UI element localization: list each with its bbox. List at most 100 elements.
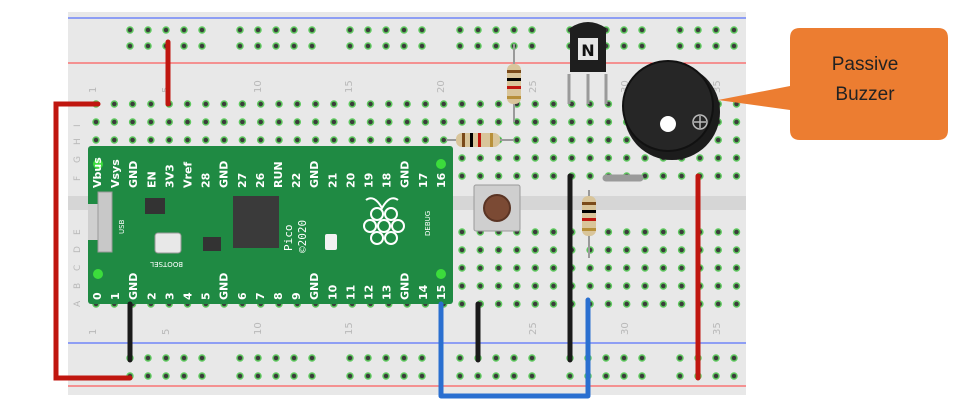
breadboard-hole: [220, 136, 228, 144]
breadboard-hole: [476, 246, 485, 254]
bootsel-label: BOOTSEL: [150, 260, 183, 268]
pin-label-bottom: 11: [344, 285, 357, 300]
breadboard-hole: [620, 372, 628, 380]
pin-label-bottom: 14: [417, 284, 430, 300]
breadboard-hole: [531, 246, 539, 254]
breadboard-hole: [474, 372, 482, 380]
breadboard-hole: [513, 172, 521, 180]
pin-label-top: GND: [308, 161, 321, 188]
chip-small-2: [155, 198, 165, 214]
breadboard-hole: [586, 264, 594, 272]
row-letter: G: [73, 156, 83, 163]
breadboard-hole: [293, 136, 302, 144]
pin-label-top: Vref: [182, 162, 195, 188]
pin-label-bottom: GND: [308, 273, 321, 300]
breadboard-hole: [290, 372, 298, 380]
breadboard-hole: [494, 172, 503, 180]
pin-label-top: EN: [145, 171, 158, 188]
breadboard-hole: [439, 136, 448, 144]
passive-buzzer: [622, 60, 720, 160]
breadboard-hole: [638, 354, 646, 362]
breadboard-hole: [458, 154, 466, 162]
breadboard-hole: [622, 282, 631, 290]
breadboard-hole: [604, 118, 613, 126]
breadboard-hole: [458, 118, 466, 126]
breadboard-hole: [659, 246, 668, 254]
breadboard-hole: [531, 100, 539, 108]
breadboard-hole: [418, 42, 426, 50]
pin-label-top: 27: [236, 173, 249, 188]
breadboard-hole: [604, 136, 613, 144]
breadboard-hole: [604, 246, 613, 254]
column-number: 20: [436, 80, 447, 93]
breadboard-hole: [348, 136, 356, 144]
breadboard-hole: [620, 354, 628, 362]
chip-small-3: [203, 237, 221, 251]
breadboard-hole: [694, 26, 702, 34]
breadboard-hole: [730, 26, 738, 34]
breadboard-hole: [604, 154, 613, 162]
breadboard-hole: [272, 26, 280, 34]
row-letter: C: [73, 265, 83, 271]
breadboard-hole: [439, 100, 448, 108]
bootsel-button: [154, 232, 182, 254]
breadboard-hole: [162, 26, 170, 34]
breadboard-hole: [476, 100, 485, 108]
breadboard-hole: [602, 354, 610, 362]
usb-port-shell: [97, 191, 113, 253]
breadboard-hole: [238, 100, 247, 108]
pin-label-bottom: 3: [163, 292, 176, 300]
breadboard-hole: [531, 282, 539, 290]
breadboard-hole: [385, 100, 393, 108]
breadboard-hole: [272, 354, 280, 362]
breadboard-hole: [714, 246, 722, 254]
column-number-bottom: 5: [161, 329, 172, 335]
pin-label-top: Vsys: [109, 159, 122, 188]
breadboard-hole: [364, 42, 372, 50]
callout-bubble: [718, 28, 948, 140]
breadboard-hole: [513, 300, 521, 308]
breadboard-hole: [458, 172, 466, 180]
breadboard-hole: [183, 136, 192, 144]
breadboard-hole: [492, 372, 500, 380]
breadboard-hole: [458, 264, 466, 272]
breadboard-hole: [714, 154, 722, 162]
breadboard-hole: [236, 26, 244, 34]
pin-label-top: GND: [127, 161, 140, 188]
pin-label-top: RUN: [272, 161, 285, 188]
breadboard-hole: [308, 42, 316, 50]
breadboard-hole: [180, 372, 188, 380]
breadboard-hole: [549, 300, 558, 308]
row-letter: H: [73, 138, 83, 145]
breadboard-hole: [474, 42, 482, 50]
breadboard-hole: [346, 42, 354, 50]
breadboard-hole: [198, 372, 206, 380]
resistor-vertical-1: [507, 44, 521, 122]
breadboard-hole: [604, 282, 613, 290]
pin-label-top: 17: [417, 173, 430, 188]
usb-label: USB: [118, 219, 126, 234]
breadboard-hole: [220, 100, 228, 108]
breadboard-hole: [400, 26, 408, 34]
breadboard-hole: [622, 300, 631, 308]
breadboard-hole: [549, 264, 558, 272]
breadboard-hole: [677, 300, 686, 308]
breadboard-hole: [165, 118, 173, 126]
breadboard-hole: [144, 372, 152, 380]
breadboard-hole: [458, 228, 466, 236]
breadboard-hole: [400, 42, 408, 50]
breadboard-hole: [676, 354, 684, 362]
breadboard-hole: [531, 264, 539, 272]
breadboard-hole: [293, 118, 302, 126]
breadboard-hole: [126, 26, 134, 34]
breadboard-hole: [549, 228, 558, 236]
breadboard-hole: [604, 264, 613, 272]
breadboard-hole: [676, 42, 684, 50]
breadboard-hole: [549, 172, 558, 180]
column-number: 30: [620, 80, 631, 93]
breadboard-hole: [620, 42, 628, 50]
breadboard-hole: [696, 154, 704, 162]
breadboard-hole: [128, 118, 137, 126]
pico-board: USB BOOTSEL Pico ©2020 DEBUG: [88, 146, 453, 304]
